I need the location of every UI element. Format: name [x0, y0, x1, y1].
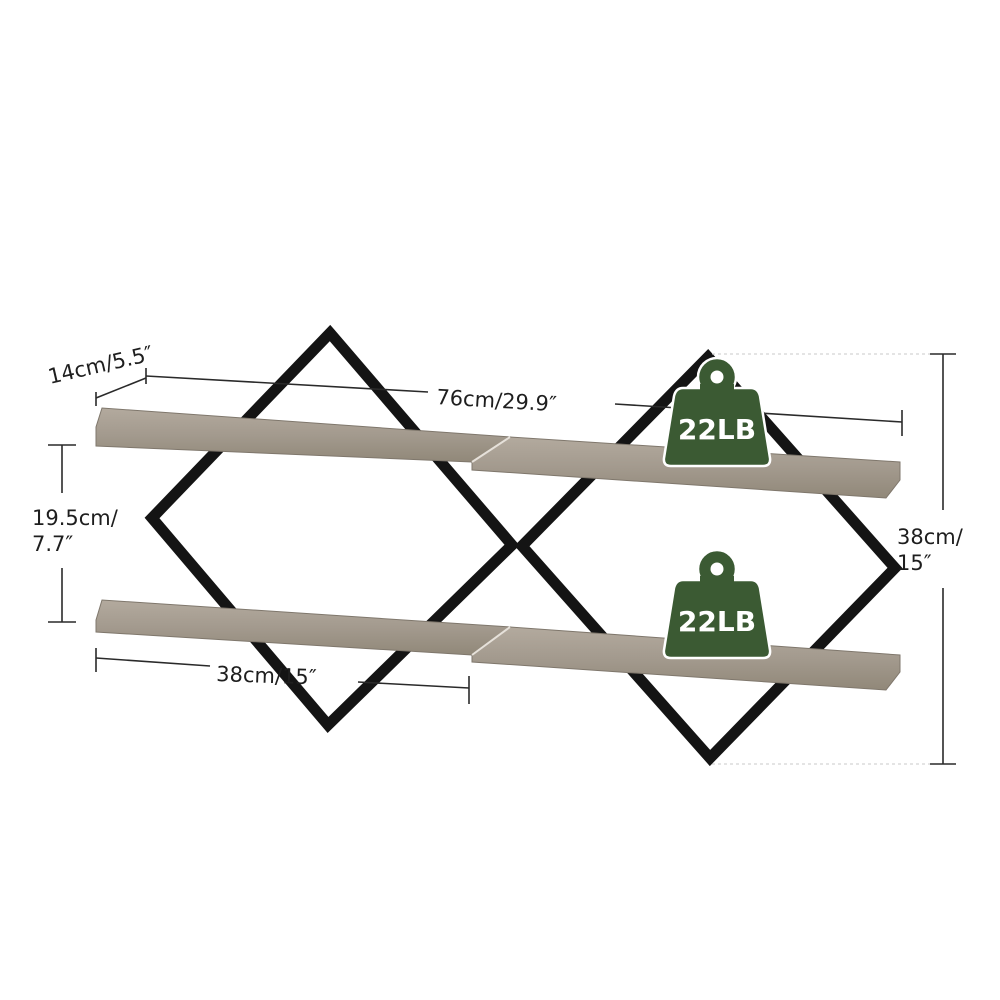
dimension-lines	[48, 353, 956, 765]
load-badge-bottom-label: 22LB	[678, 605, 756, 638]
shelf-width-line-right	[357, 681, 470, 689]
total-height-label-line2: 15″	[897, 551, 932, 575]
depth-line	[95, 377, 147, 399]
left-diamond-frame	[144, 324, 520, 734]
total-width-label: 76cm/29.9″	[436, 385, 558, 416]
depth-label: 14cm/5.5″	[46, 341, 156, 388]
shelf-width-line-left	[95, 657, 211, 667]
load-badge-top: 22LB	[662, 356, 772, 468]
shelf-gap-label-line2: 7.7″	[32, 532, 73, 556]
total-height-label-line1: 38cm/	[897, 525, 964, 549]
height-guide-lines	[712, 353, 930, 765]
shelf-width-label: 38cm/15″	[216, 662, 317, 689]
load-badge-bottom: 22LB	[662, 548, 772, 660]
top-shelf	[95, 407, 901, 499]
top-shelf-left-board	[95, 407, 512, 463]
total-width-line-left	[145, 375, 429, 393]
top-shelf-seam	[471, 436, 511, 463]
bottom-shelf-seam	[471, 626, 511, 656]
metal-frame	[144, 324, 903, 767]
shelf-gap-label-line1: 19.5cm/	[32, 506, 119, 530]
load-badge-top-label: 22LB	[678, 413, 756, 446]
right-diamond-frame	[514, 348, 903, 767]
